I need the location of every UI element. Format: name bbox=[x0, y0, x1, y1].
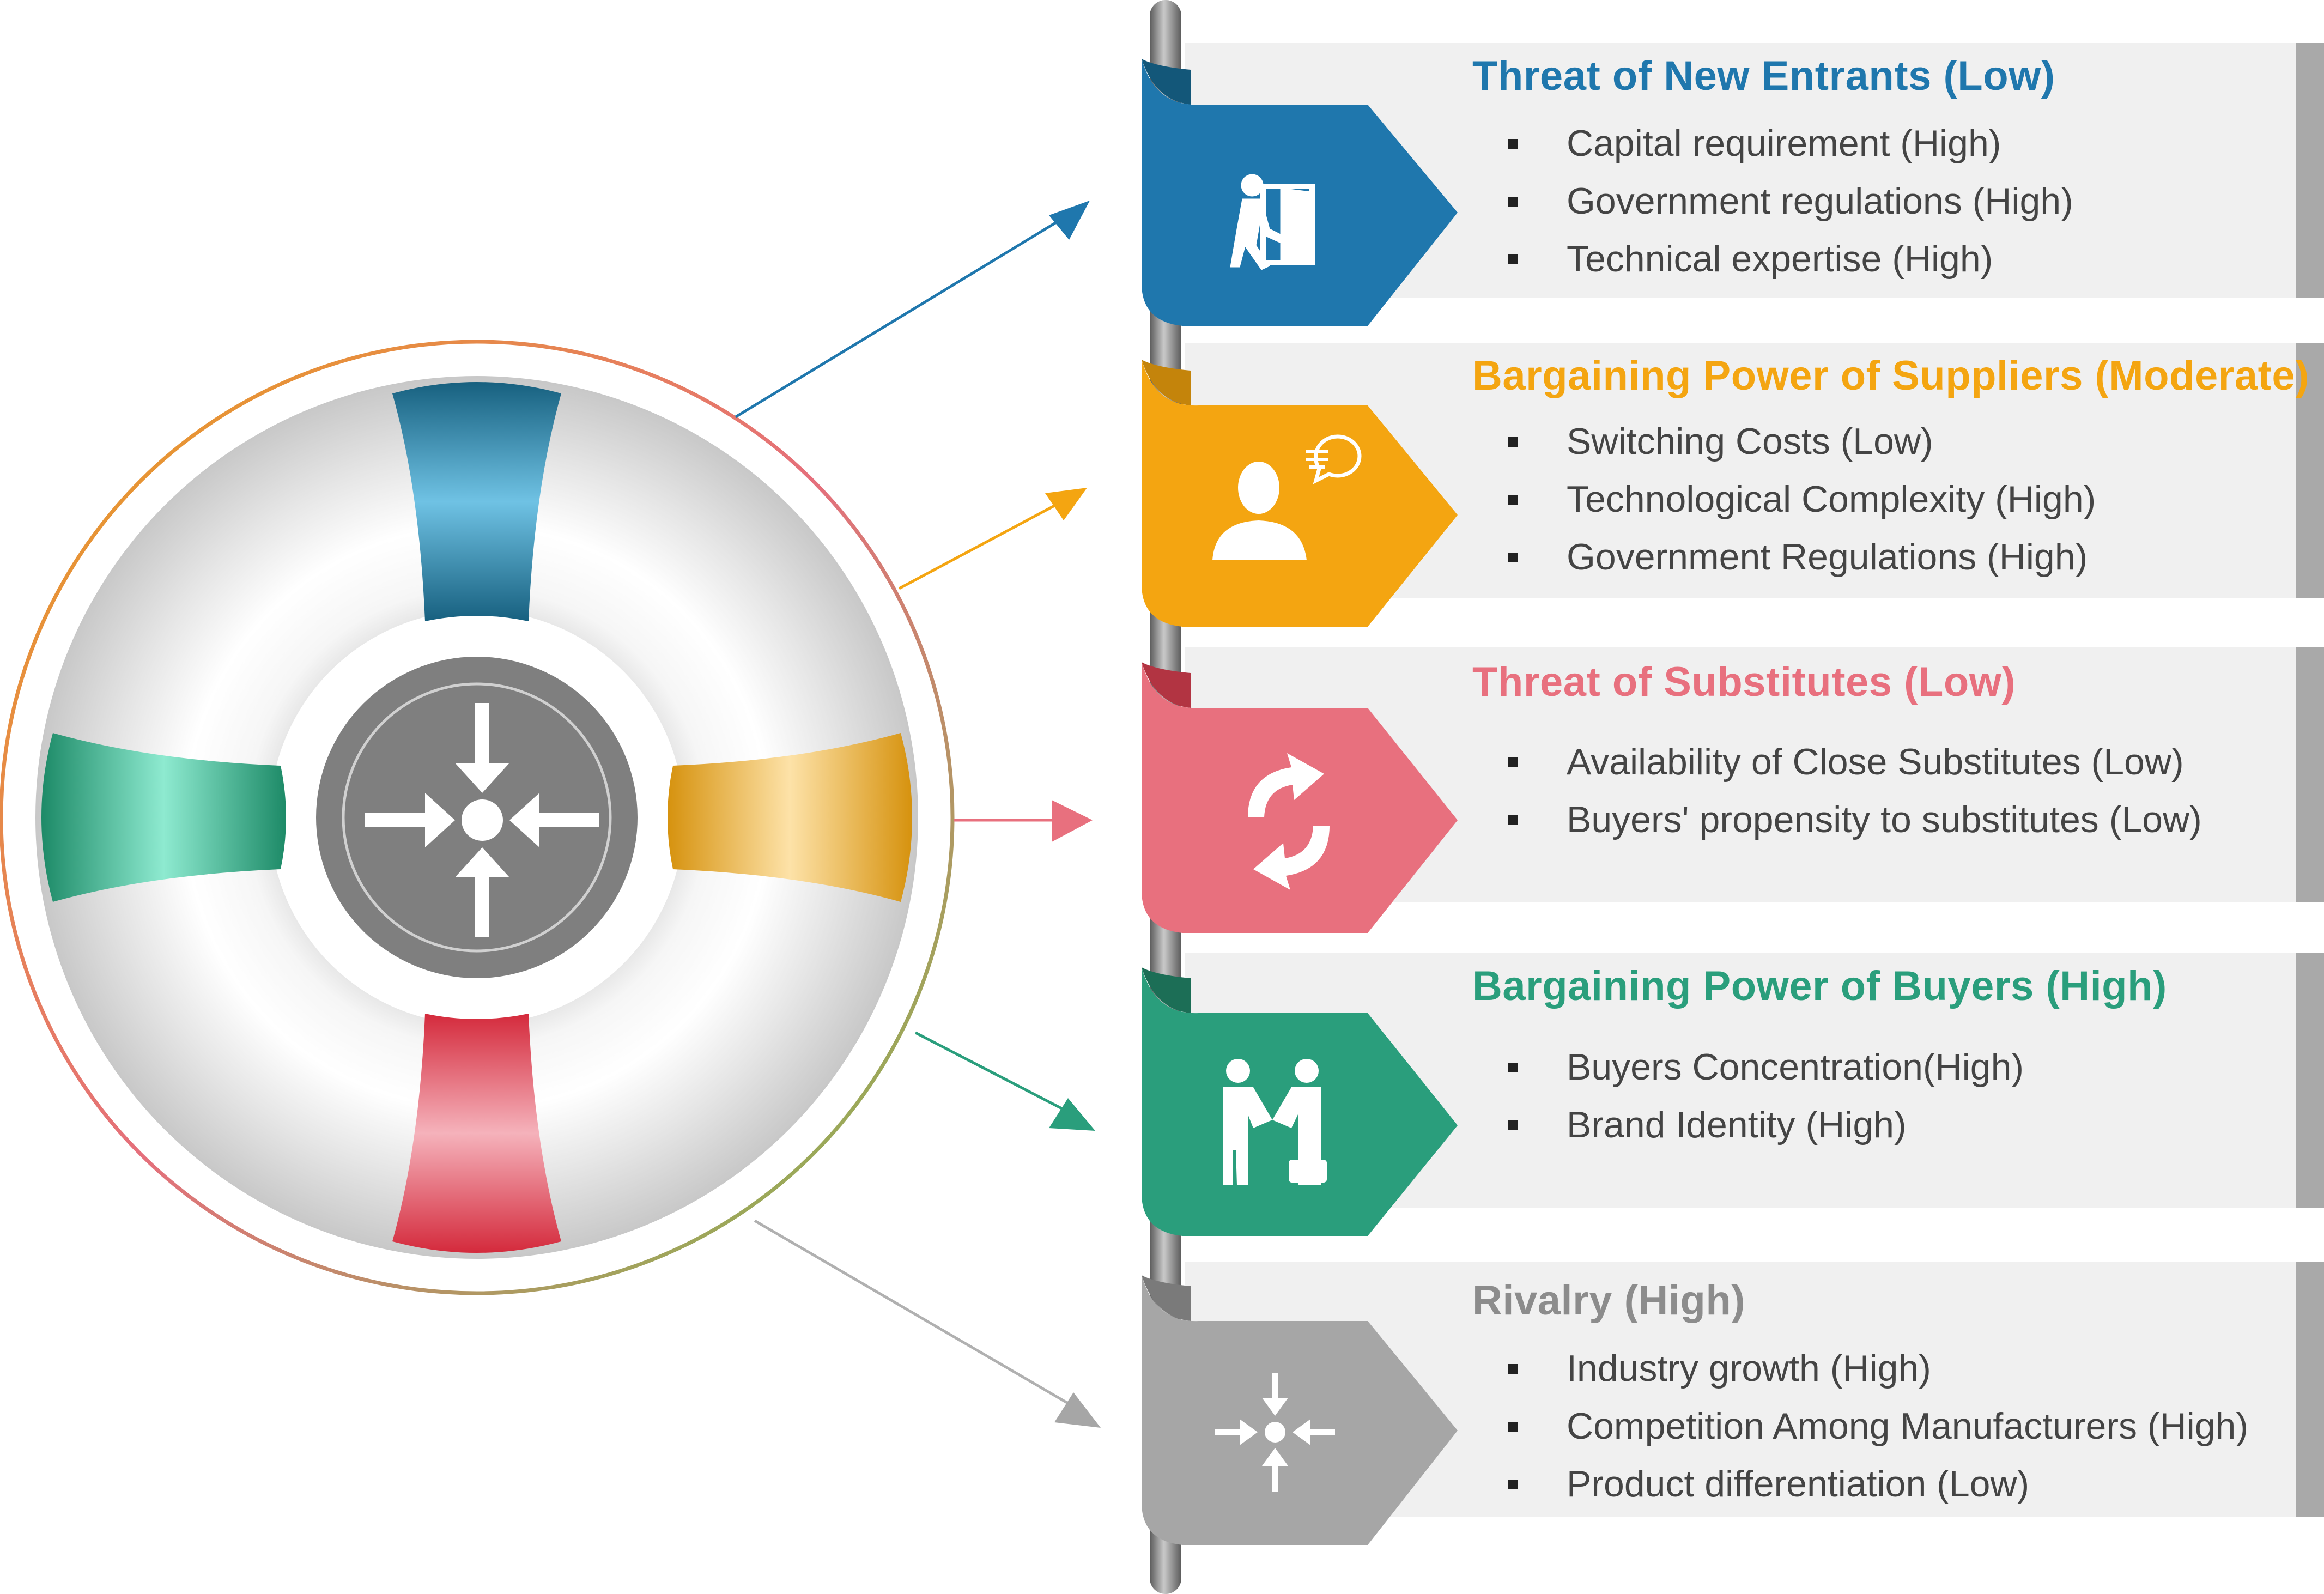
bullet-marker-icon bbox=[1508, 139, 1518, 149]
list-item: Switching Costs (Low) bbox=[1508, 413, 2096, 470]
bullet-list-substitutes: Availability of Close Substitutes (Low) … bbox=[1508, 733, 2202, 848]
handshake-icon bbox=[1223, 1059, 1327, 1185]
list-item: Competition Among Manufacturers (High) bbox=[1508, 1397, 2248, 1455]
force-title-substitutes: Threat of Substitutes (Low) bbox=[1472, 659, 2016, 705]
bullet-list-suppliers: Switching Costs (Low) Technological Comp… bbox=[1508, 413, 2096, 586]
bullet-marker-icon bbox=[1508, 1063, 1518, 1072]
connector-buyers bbox=[914, 1031, 1069, 1113]
force-title-rivalry: Rivalry (High) bbox=[1472, 1277, 1746, 1324]
connector-new-entrants bbox=[735, 214, 1069, 419]
bullet-marker-icon bbox=[1508, 254, 1518, 264]
bullet-marker-icon bbox=[1508, 1364, 1518, 1374]
connectors bbox=[735, 201, 1101, 1428]
bullet-list-rivalry: Industry growth (High) Competition Among… bbox=[1508, 1340, 2248, 1513]
lifebuoy-band-bottom bbox=[392, 1014, 561, 1253]
lifebuoy-band-right bbox=[668, 733, 912, 902]
list-item: Brand Identity (High) bbox=[1508, 1096, 2024, 1154]
tab-rivalry bbox=[1142, 1275, 1458, 1545]
tab-substitutes bbox=[1142, 662, 1458, 933]
list-item: Availability of Close Substitutes (Low) bbox=[1508, 733, 2202, 791]
bullet-marker-icon bbox=[1508, 1422, 1518, 1432]
force-title-buyers: Bargaining Power of Buyers (High) bbox=[1472, 963, 2167, 1009]
tab-new-entrants bbox=[1142, 59, 1458, 326]
list-item: Government regulations (High) bbox=[1508, 172, 2073, 230]
list-item: Product differentiation (Low) bbox=[1508, 1455, 2248, 1513]
tab-substitutes-shape bbox=[1142, 662, 1458, 933]
bullet-marker-icon bbox=[1508, 437, 1518, 447]
bullet-marker-icon bbox=[1508, 495, 1518, 505]
person-entering-door-icon bbox=[1230, 174, 1315, 270]
bullet-marker-icon bbox=[1508, 815, 1518, 825]
bullet-marker-icon bbox=[1508, 757, 1518, 767]
swap-arrows-icon bbox=[1248, 753, 1330, 890]
list-item: Buyers Concentration(High) bbox=[1508, 1038, 2024, 1096]
list-item: Industry growth (High) bbox=[1508, 1340, 2248, 1397]
bullet-marker-icon bbox=[1508, 553, 1518, 562]
connector-suppliers bbox=[898, 500, 1064, 590]
list-item: Technological Complexity (High) bbox=[1508, 470, 2096, 528]
tab-suppliers bbox=[1142, 360, 1458, 627]
list-item: Government Regulations (High) bbox=[1508, 528, 2096, 586]
connector-rivalry bbox=[754, 1219, 1069, 1405]
lifebuoy-band-left bbox=[41, 733, 286, 902]
bullet-marker-icon bbox=[1508, 197, 1518, 207]
force-title-new-entrants: Threat of New Entrants (Low) bbox=[1472, 53, 2055, 99]
bullet-list-buyers: Buyers Concentration(High) Brand Identit… bbox=[1508, 1038, 2024, 1154]
tab-buyers bbox=[1142, 967, 1458, 1236]
tab-rivalry-shape bbox=[1142, 1275, 1458, 1545]
bullet-list-new-entrants: Capital requirement (High) Government re… bbox=[1508, 114, 2073, 288]
person-speech-bubble-icon bbox=[1212, 434, 1362, 560]
force-title-suppliers: Bargaining Power of Suppliers (Moderate) bbox=[1472, 353, 2309, 399]
list-item: Buyers' propensity to substitutes (Low) bbox=[1508, 791, 2202, 848]
lifebuoy-band-top bbox=[392, 382, 561, 621]
converging-arrows-icon bbox=[1215, 1373, 1335, 1492]
ribbon-tabs bbox=[1142, 59, 1458, 1545]
bullet-marker-icon bbox=[1508, 1120, 1518, 1130]
center-converging-arrows-icon bbox=[365, 703, 599, 937]
outer-ring bbox=[0, 340, 955, 1295]
lifebuoy bbox=[35, 376, 918, 1259]
bullet-marker-icon bbox=[1508, 1480, 1518, 1489]
list-item: Capital requirement (High) bbox=[1508, 114, 2073, 172]
list-item: Technical expertise (High) bbox=[1508, 230, 2073, 288]
